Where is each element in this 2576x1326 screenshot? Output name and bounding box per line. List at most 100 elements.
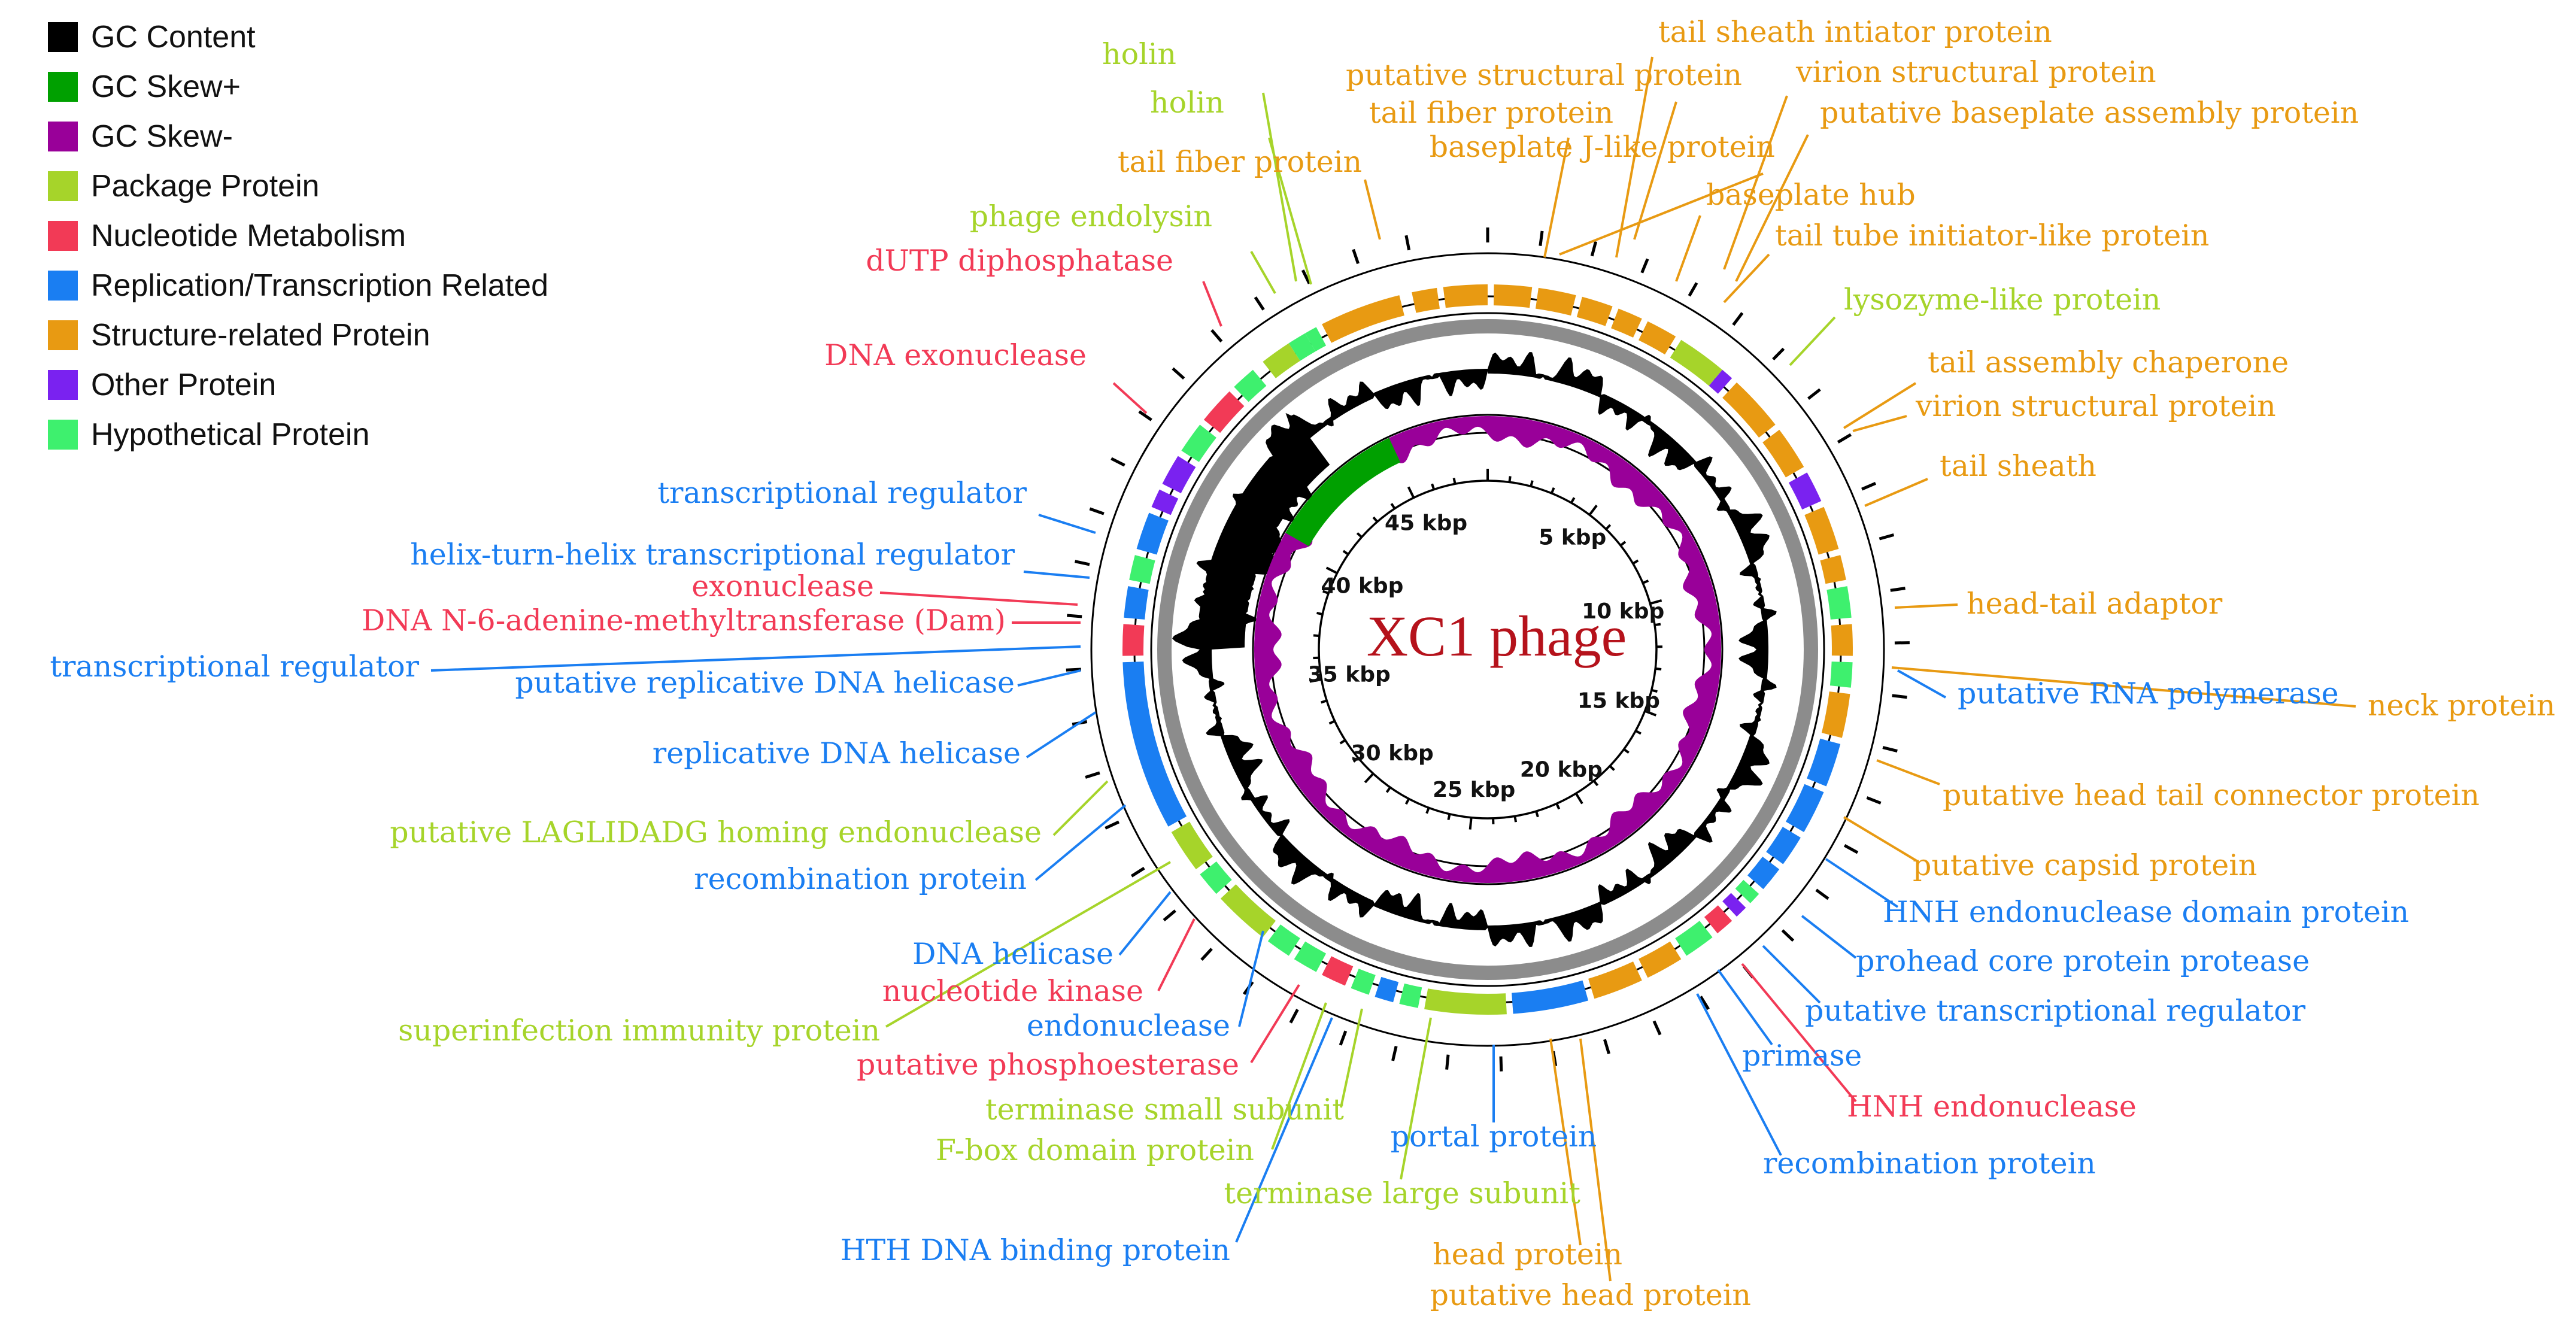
legend-swatch <box>48 171 78 201</box>
scale-tick <box>1321 699 1327 704</box>
gene-arrow <box>1639 321 1676 355</box>
scale-tick <box>1605 524 1612 530</box>
kbp-label: 20 kbp <box>1520 757 1603 782</box>
outer-tick <box>1391 1046 1398 1061</box>
legend-label: GC Content <box>91 19 256 54</box>
gene-arrow <box>1804 506 1839 555</box>
outer-tick <box>1892 694 1907 699</box>
scale-tick <box>1468 817 1473 830</box>
scale-tick <box>1551 487 1555 494</box>
leader-line <box>1364 179 1381 240</box>
gene-arrow <box>1807 738 1841 787</box>
outer-tick <box>1590 241 1598 257</box>
outer-tick <box>1067 614 1082 618</box>
outer-tick <box>1163 909 1176 922</box>
outer-tick <box>1289 1009 1299 1024</box>
gene-label: endonuclease <box>1027 1009 1230 1043</box>
gene-arrow <box>1424 988 1507 1015</box>
scale-tick <box>1609 765 1615 771</box>
scale-tick <box>1309 678 1322 683</box>
outer-tick <box>1339 1030 1348 1046</box>
scale-tick <box>1649 599 1662 605</box>
backbone-ring <box>1157 319 1818 980</box>
leader-line <box>1675 215 1701 282</box>
gene-arrow <box>1263 343 1300 378</box>
legend-label: Other Protein <box>91 367 277 402</box>
legend-item-gc-content: GC Content <box>48 12 548 62</box>
leader-lines <box>430 56 2356 1282</box>
gene-arrow <box>1788 472 1822 510</box>
gene-arrow <box>1412 287 1440 313</box>
map-title: XC1 phage <box>1367 604 1627 668</box>
outer-tick <box>1110 457 1125 467</box>
kbp-label: 35 kbp <box>1308 663 1391 687</box>
legend-label: Replication/Transcription Related <box>91 268 549 303</box>
leader-line <box>1696 993 1782 1156</box>
scale-tick <box>1385 787 1391 793</box>
legend-item-hypothetical-protein: Hypothetical Protein <box>48 409 548 459</box>
gene-arrow <box>1639 941 1682 978</box>
outer-tick <box>1066 667 1081 672</box>
outer-tick <box>1138 410 1152 421</box>
gene-label: HNH endonuclease <box>1847 1090 2137 1124</box>
outer-tick <box>1254 296 1265 311</box>
legend-item-nucleotide-metabolism: Nucleotide Metabolism <box>48 211 548 260</box>
gene-label: holin <box>1150 86 1224 120</box>
scale-tick <box>1632 559 1639 565</box>
leader-line <box>1340 1008 1363 1108</box>
leader-line <box>1897 669 1946 699</box>
outer-tick <box>1866 796 1882 805</box>
legend-label: GC Skew+ <box>91 69 241 104</box>
leader-line <box>1250 984 1300 1064</box>
scale-tick <box>1364 772 1375 784</box>
scale-tick <box>1339 739 1346 745</box>
outer-tick <box>1879 533 1895 541</box>
kbp-label: 25 kbp <box>1433 778 1515 802</box>
leader-line <box>885 861 1172 1028</box>
gene-arrow <box>1722 893 1746 917</box>
legend: GC Content GC Skew+ GC Skew- Package Pro… <box>48 12 548 459</box>
scale-tick <box>1574 793 1583 805</box>
legend-item-gc-skew-minus: GC Skew- <box>48 111 548 161</box>
outer-tick <box>1815 888 1829 900</box>
gene-label: virion structural protein <box>1915 389 2276 423</box>
leader-line <box>1023 571 1090 579</box>
gene-arrow <box>1820 555 1846 584</box>
leader-line <box>1843 382 1917 429</box>
leader-line <box>1735 134 1809 282</box>
leader-line <box>1543 137 1570 258</box>
kbp-label: 45 kbp <box>1385 511 1467 536</box>
scale-tick <box>1356 532 1363 538</box>
leader-line <box>879 591 1078 606</box>
outer-tick <box>1732 312 1744 326</box>
gene-arrow <box>1786 784 1824 832</box>
gene-label: tail assembly chaperone <box>1928 345 2289 380</box>
scale-tick <box>1447 814 1451 820</box>
legend-swatch <box>48 320 78 350</box>
gene-label: tail tube initiator-like protein <box>1775 219 2209 253</box>
outer-tick <box>1089 507 1105 515</box>
scale-tick <box>1425 807 1430 814</box>
kbp-label: 30 kbp <box>1351 741 1434 766</box>
gene-label: neck protein <box>2368 688 2555 723</box>
outer-tick <box>1352 248 1360 265</box>
scale-tick <box>1328 720 1336 725</box>
gene-arrow <box>1220 884 1276 937</box>
gene-arrow <box>1136 512 1169 555</box>
scale-tick <box>1623 748 1630 754</box>
gene-label: putative phosphoesterase <box>857 1048 1239 1082</box>
outer-tick <box>1200 948 1213 961</box>
legend-label: Hypothetical Protein <box>91 417 370 452</box>
gene-label: primase <box>1742 1039 1862 1073</box>
gene-label: DNA N-6-adenine-methyltransferase (Dam) <box>362 603 1006 638</box>
scale-tick <box>1322 590 1329 594</box>
gene-arrow <box>1821 691 1850 738</box>
gene-arrow <box>1122 624 1145 656</box>
gene-arrow <box>1234 369 1267 402</box>
gene-label: recombination protein <box>1763 1146 2096 1181</box>
scale-tick <box>1390 503 1396 509</box>
gene-label: nucleotide kinase <box>882 974 1143 1008</box>
gene-label: terminase large subunit <box>1224 1176 1580 1210</box>
